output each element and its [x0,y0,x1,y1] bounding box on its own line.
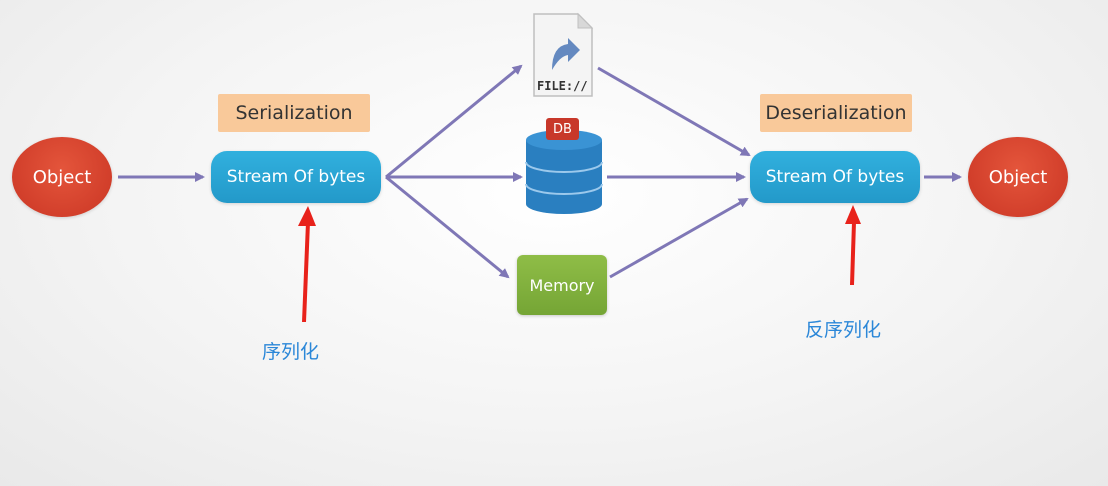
serialization-text: Serialization [235,102,353,124]
arrow-memory-to-stream [609,197,749,279]
annotation-deserialize: 反序列化 [805,319,882,341]
stream-node-left: Stream Of bytes [211,151,381,203]
object-node-left: Object [12,137,112,217]
arrow-stream-to-memory [385,175,510,279]
memory-label: Memory [529,275,595,295]
object-label: Object [988,166,1048,188]
annotation-serialize: 序列化 [262,341,320,363]
stream-node-right: Stream Of bytes [750,151,920,203]
object-node-right: Object [968,137,1068,217]
annotation-arrow-left [298,206,316,322]
file-icon [533,12,594,97]
stream-label: Stream Of bytes [226,167,366,187]
memory-node: Memory [517,255,607,315]
annotation-arrow-right [845,205,861,285]
object-label: Object [32,166,92,188]
file-label: FILE:// [537,79,588,93]
arrow-file-to-stream [597,66,751,157]
stream-label: Stream Of bytes [765,167,905,187]
serialization-label: Serialization [218,94,370,132]
deserialization-text: Deserialization [765,102,907,124]
arrow-stream-to-file [385,64,523,179]
deserialization-label: Deserialization [760,94,912,132]
database-icon [525,118,603,214]
db-label: DB [553,121,572,137]
